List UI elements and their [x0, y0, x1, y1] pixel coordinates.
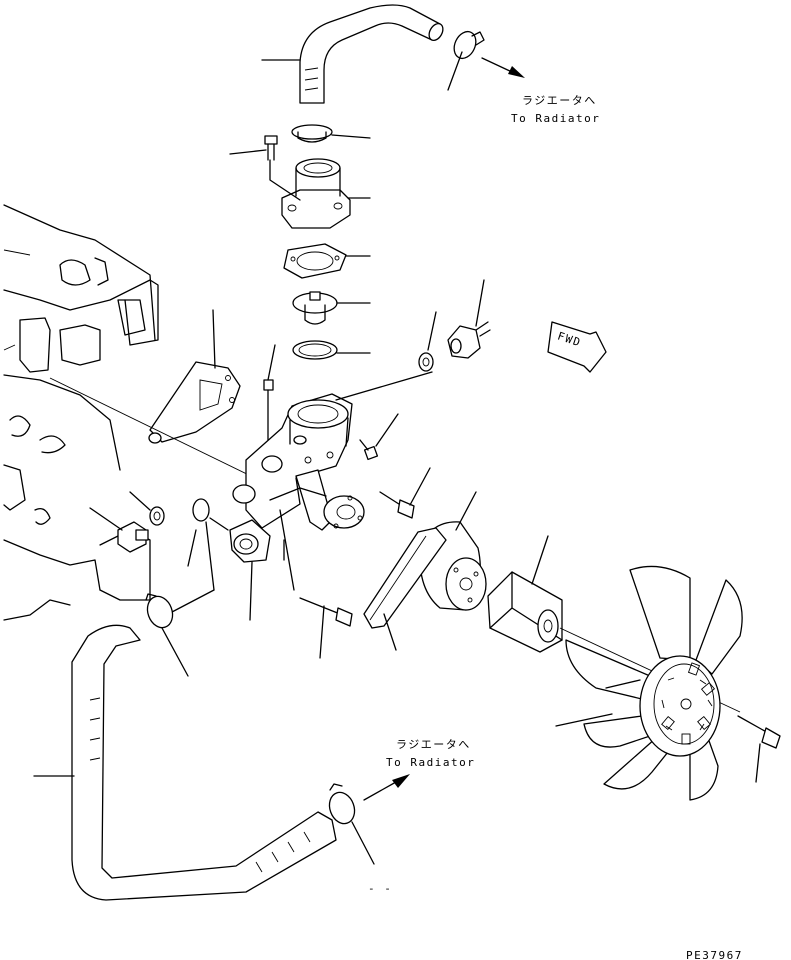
pump-mounting-bolt-1: [379, 467, 431, 519]
upper-radiator-hose: [299, 4, 444, 104]
thermostat: [292, 291, 371, 325]
fwd-arrow-icon: FWD: [547, 321, 607, 373]
water-pump: [229, 393, 365, 563]
lower-radiator-hose: [71, 624, 337, 901]
hose-clamp-bottom: [328, 783, 375, 865]
drawing-number: PE37967: [686, 949, 743, 960]
pump-mounting-bolt-2: [299, 597, 353, 659]
radiator-label-jp-bottom: ラジエータへ: [396, 738, 471, 751]
radiator-label-jp-top: ラジエータへ: [522, 94, 597, 107]
hose-clamp-top: [453, 30, 485, 60]
sealing-washer: [129, 491, 165, 526]
fan-spacer: [487, 535, 563, 653]
thermostat-cover: [269, 158, 371, 229]
drain-plug: [89, 507, 149, 553]
pump-o-ring: [187, 498, 210, 567]
flow-arrow-icon: [481, 57, 525, 78]
thermostat-o-ring: [292, 340, 371, 360]
radiator-label-en-bottom: To Radiator: [386, 756, 475, 769]
hose-clamp-middle: [291, 124, 371, 143]
thermostat-gasket: [283, 243, 371, 279]
v-belt: [363, 527, 447, 651]
dash-mark: - -: [368, 882, 392, 895]
water-pump-gasket: [148, 309, 241, 444]
fan-bolt: [737, 715, 781, 783]
bolt-thermostat-cover: [229, 135, 278, 161]
water-temperature-sensor: [447, 279, 491, 359]
radiator-label-en-top: To Radiator: [511, 112, 600, 125]
sensor-gasket: [418, 311, 437, 372]
flow-arrow-icon: [363, 774, 410, 801]
stud-bolt: [263, 344, 276, 441]
cooling-fan: [555, 565, 743, 801]
bolt-small: [359, 413, 399, 461]
engine-block: [3, 204, 159, 621]
hose-clamp-left: [145, 593, 189, 677]
